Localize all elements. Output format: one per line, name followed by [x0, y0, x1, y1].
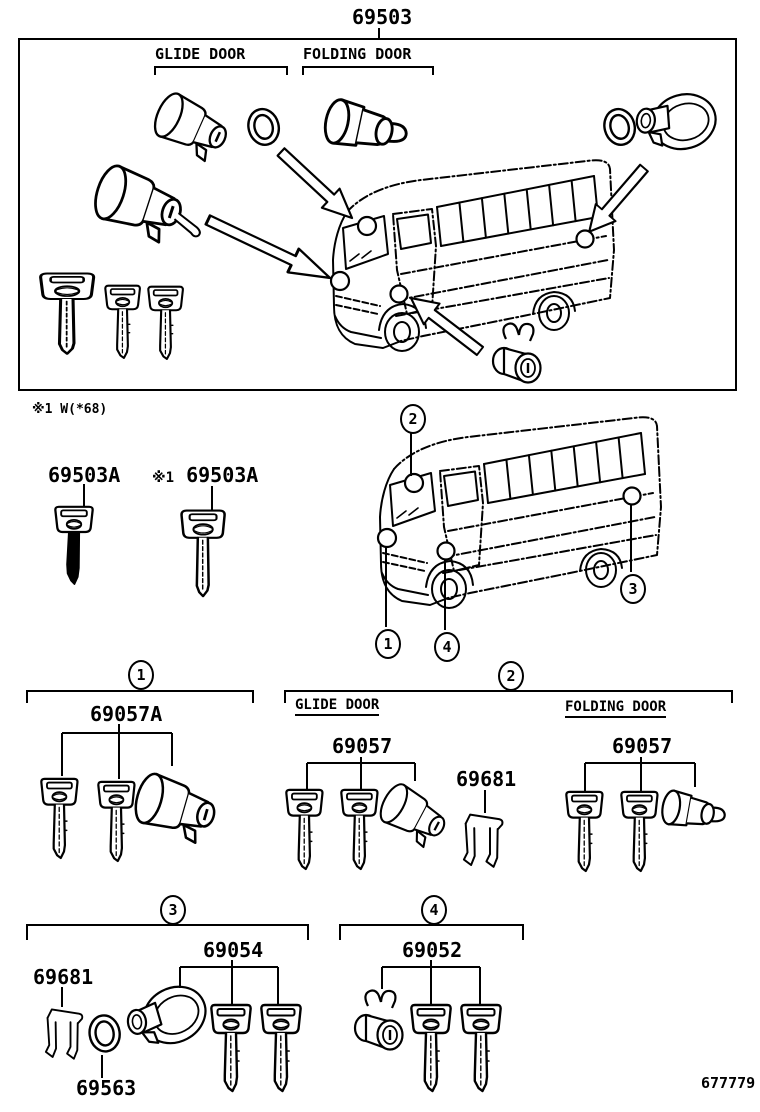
clip-illustration: [44, 1008, 84, 1060]
glide-door-lock-illustration: [146, 88, 236, 167]
key-illustration: [97, 780, 136, 863]
pointer-arrow: [201, 206, 337, 292]
assembly-part-number: 69503: [352, 5, 413, 29]
key-illustration: [340, 788, 379, 871]
key-illustration: [565, 790, 604, 873]
key-illustration: [40, 777, 79, 860]
folding-lock-cylinder-illustration: [658, 788, 729, 835]
assembly-box: [18, 38, 737, 391]
sub-key-blank-illustration: [180, 509, 226, 598]
group3-lock-set-number: 69054: [203, 938, 264, 962]
key-blank-illustrations: [54, 505, 226, 598]
bus-illustration: [329, 159, 616, 353]
pointer-arrow: [402, 286, 489, 363]
clip-illustration: [462, 813, 504, 868]
front-door-lock-with-key-illustration: [86, 160, 201, 248]
sub-key-illustration: [104, 284, 141, 359]
glide-lock-cylinder-illustration: [372, 779, 454, 853]
document-number: 677779: [701, 1074, 756, 1092]
assembly-illustration: [39, 78, 729, 384]
gasket-illustration: [86, 1012, 124, 1055]
back-lock-ring-illustration: [599, 104, 640, 150]
group4-illustration: [353, 989, 502, 1093]
footnote: ※1 W(*68): [32, 402, 108, 417]
master-key-illustration: [39, 271, 96, 356]
bracket-group3: [26, 924, 309, 940]
key-illustration: [285, 788, 324, 871]
group1-number: 1: [128, 660, 154, 690]
group4-lock-set-number: 69052: [402, 938, 463, 962]
key-illustration: [460, 1003, 502, 1093]
key-illustration: [620, 790, 659, 873]
group2-folding-part-number: 69057: [612, 734, 673, 758]
group2-clip-part-number: 69681: [456, 767, 517, 791]
group4-number: 4: [421, 895, 447, 925]
group2-glide-door-label: GLIDE DOOR: [295, 698, 380, 716]
callout-1: 1: [375, 629, 401, 659]
group1-part-number: 69057A: [90, 702, 163, 726]
sub-key-prefix: ※1: [152, 470, 175, 486]
sub-key-illustration: [147, 285, 184, 360]
pointer-arrow: [578, 158, 655, 242]
bus-illustration: [376, 416, 663, 610]
group3-illustration: [44, 980, 302, 1093]
master-key-part-number: 69503A: [48, 463, 121, 487]
master-key-blank-illustration: [54, 505, 94, 586]
callout-4: 4: [434, 632, 460, 662]
callout-2: 2: [400, 404, 426, 434]
folding-door-lock-illustration: [320, 96, 412, 160]
key-illustration: [410, 1003, 452, 1093]
group3-gasket-number: 69563: [76, 1076, 137, 1100]
back-door-handle-lock-illustration: [122, 980, 219, 1058]
key-illustration: [210, 1003, 252, 1093]
group3-clip-number: 69681: [33, 965, 94, 989]
key-illustration: [260, 1003, 302, 1093]
callout-bus-illustration: [376, 416, 663, 610]
back-door-handle-lock-illustration: [632, 78, 729, 164]
pointer-arrow: [271, 141, 362, 229]
back-door-lock-illustration: [491, 322, 542, 384]
group2-glide-part-number: 69057: [332, 734, 393, 758]
top-glide-door-label: GLIDE DOOR: [155, 45, 246, 63]
group2-number: 2: [498, 661, 524, 691]
group1-illustration: [40, 769, 222, 863]
top-folding-door-label: FOLDING DOOR: [303, 45, 412, 63]
group3-number: 3: [160, 895, 186, 925]
group2-folding-door-label: FOLDING DOOR: [565, 700, 667, 718]
glide-lock-ring-illustration: [243, 104, 284, 150]
sub-key-part-number: ※1 69503A: [152, 463, 259, 487]
back-door-lock-illustration: [353, 989, 404, 1051]
callout-3: 3: [620, 574, 646, 604]
lock-cylinder-illustration: [128, 769, 222, 847]
